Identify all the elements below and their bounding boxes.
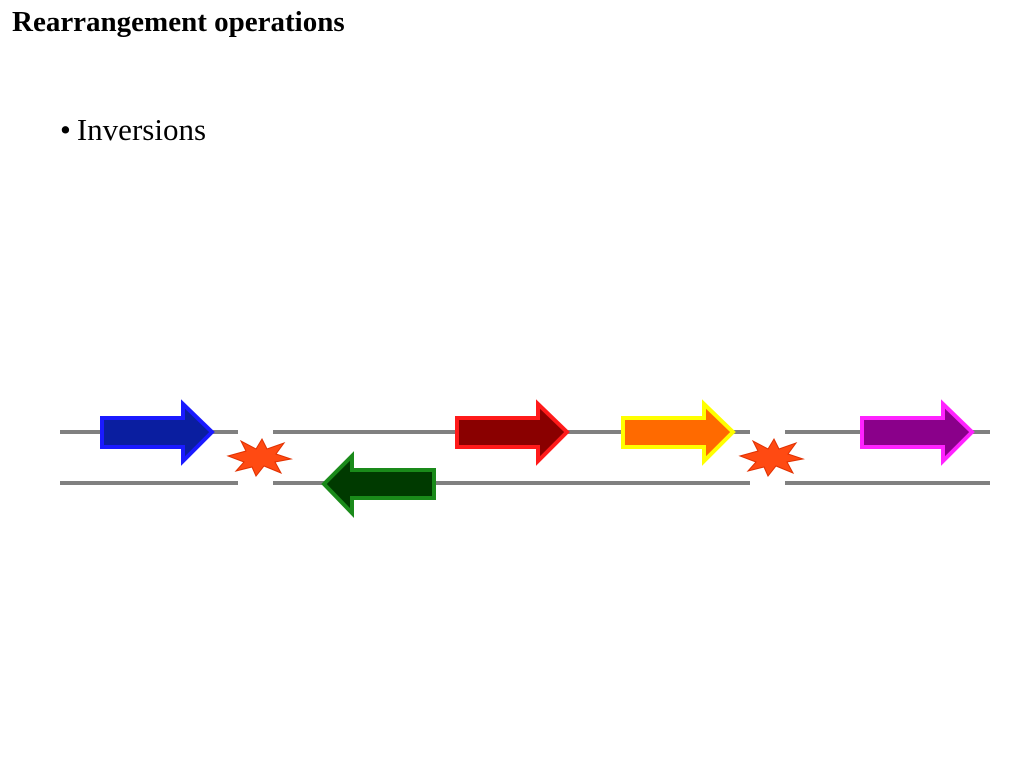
bullet-list: •Inversions bbox=[60, 112, 206, 148]
bullet-marker: • bbox=[60, 112, 71, 147]
gene-arrow-blue bbox=[100, 399, 215, 466]
gene-arrow-green bbox=[321, 451, 436, 518]
bullet-text: Inversions bbox=[76, 112, 207, 147]
slide-title: Rearrangement operations bbox=[12, 6, 345, 38]
breakpoint-burst-left bbox=[226, 437, 293, 477]
gene-arrow-purple bbox=[860, 399, 975, 466]
gene-arrow-red bbox=[455, 399, 570, 466]
breakpoint-burst-right bbox=[738, 437, 805, 477]
bullet-item: •Inversions bbox=[60, 112, 206, 148]
gene-arrow-orange bbox=[621, 399, 736, 466]
